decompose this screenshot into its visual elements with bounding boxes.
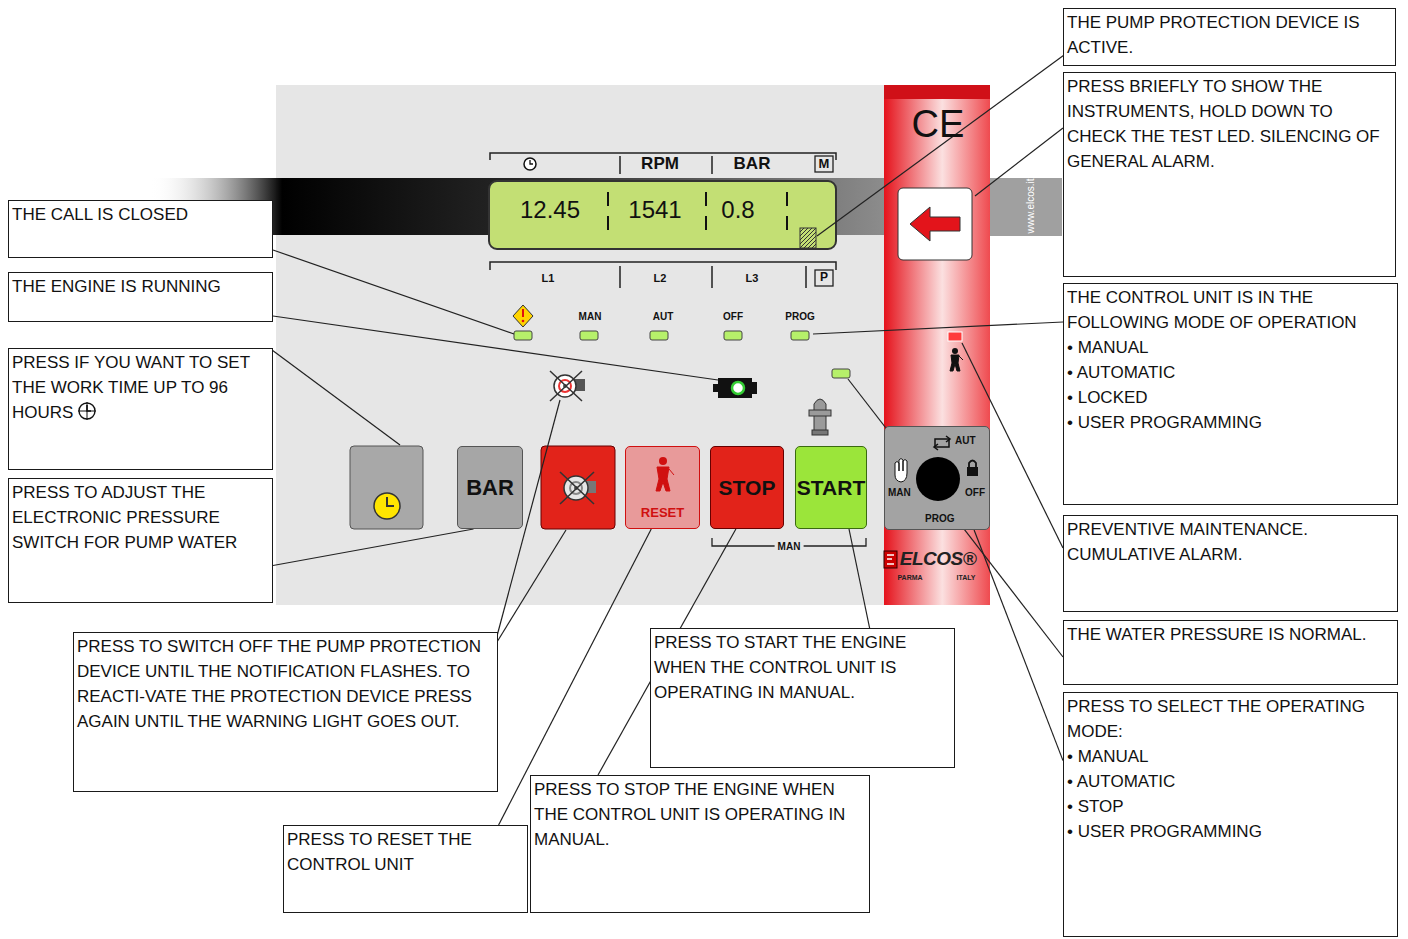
callout-text: • USER PROGRAMMING [1067, 819, 1394, 844]
callout-text: • LOCKED [1067, 385, 1394, 410]
callout-text: PRESS IF YOU WANT TO SET THE WORK TIME U… [12, 353, 250, 422]
callout-box: THE CONTROL UNIT IS IN THE FOLLOWING MOD… [1063, 283, 1398, 505]
callout-box: PRESS IF YOU WANT TO SET THE WORK TIME U… [8, 348, 273, 470]
callout-text: THE ENGINE IS RUNNING [12, 274, 269, 299]
panel-label: MAN [775, 541, 804, 552]
button-label: MAN [888, 487, 911, 498]
callout-text: THE PUMP PROTECTION DEVICE IS ACTIVE. [1067, 10, 1392, 60]
panel-label: BAR [734, 155, 771, 174]
leader-line [849, 529, 870, 628]
panel-label: L2 [654, 272, 667, 284]
panel-label: RPM [641, 155, 679, 174]
callout-box: PRESS TO STOP THE ENGINE WHEN THE CONTRO… [530, 775, 870, 913]
button-label: START [797, 476, 865, 500]
panel-label: 1541 [628, 197, 681, 223]
panel-label: P [820, 271, 828, 284]
panel-label: ITALY [956, 574, 975, 582]
callout-text: PRESS TO START THE ENGINE WHEN THE CONTR… [654, 630, 951, 705]
clock-symbol [77, 401, 97, 421]
callout-box: PRESS BRIEFLY TO SHOW THE INSTRUMENTS, H… [1063, 72, 1396, 277]
callout-box: PRESS TO RESET THE CONTROL UNIT [283, 825, 528, 913]
callout-box: THE WATER PRESSURE IS NORMAL. [1063, 620, 1398, 685]
callout-text: • USER PROGRAMMING [1067, 410, 1394, 435]
button-label: BAR [466, 475, 514, 501]
panel-label: CE [912, 104, 965, 146]
callout-text: • MANUAL [1067, 335, 1394, 360]
button-label: AUT [955, 435, 976, 446]
panel-label: PROG [785, 311, 814, 322]
mode-key-switch: AUT MAN OFF PROG [884, 426, 990, 530]
callout-text: PRESS TO SWITCH OFF THE PUMP PROTECTION … [77, 634, 494, 734]
panel-label: OFF [723, 311, 743, 322]
callout-text: THE WATER PRESSURE IS NORMAL. [1067, 622, 1394, 647]
panel-label: 12.45 [520, 197, 580, 223]
panel-label: MAN [579, 311, 602, 322]
callout-text: • MANUAL [1067, 744, 1394, 769]
callout-box: PRESS TO SWITCH OFF THE PUMP PROTECTION … [73, 632, 498, 792]
callout-text: • STOP [1067, 794, 1394, 819]
callout-text: THE CALL IS CLOSED [12, 202, 269, 227]
leader-line [974, 530, 1063, 761]
callout-box: THE CALL IS CLOSED [8, 200, 273, 258]
callout-text: PREVENTIVE MAINTENANCE. CUMULATIVE ALARM… [1067, 517, 1394, 567]
callout-text: PRESS TO SELECT THE OPERATING MODE: [1067, 694, 1394, 744]
button-label: PROG [925, 513, 954, 524]
leader-line [273, 529, 474, 566]
callout-text: PRESS TO RESET THE CONTROL UNIT [287, 827, 524, 877]
button-label: RESET [641, 505, 684, 520]
callout-box: PREVENTIVE MAINTENANCE. CUMULATIVE ALARM… [1063, 515, 1398, 612]
panel-label: L3 [746, 272, 759, 284]
callout-text: THE CONTROL UNIT IS IN THE FOLLOWING MOD… [1067, 285, 1394, 335]
callout-text: PRESS BRIEFLY TO SHOW THE INSTRUMENTS, H… [1067, 74, 1392, 174]
callout-box: THE ENGINE IS RUNNING [8, 272, 273, 322]
callout-text: • AUTOMATIC [1067, 360, 1394, 385]
panel-label: M [819, 157, 830, 171]
button-label: STOP [719, 476, 776, 500]
callout-text: PRESS TO STOP THE ENGINE WHEN THE CONTRO… [534, 777, 866, 852]
panel-label: ELCOS® [900, 549, 976, 570]
callout-box: PRESS TO ADJUST THE ELECTRONIC PRESSURE … [8, 478, 273, 603]
panel-button: START [795, 446, 867, 529]
panel-label: AUT [653, 311, 674, 322]
panel-button: STOP [710, 446, 784, 529]
callout-box: PRESS TO SELECT THE OPERATING MODE:• MAN… [1063, 692, 1398, 937]
callout-box: PRESS TO START THE ENGINE WHEN THE CONTR… [650, 628, 955, 768]
callout-text: PRESS TO ADJUST THE ELECTRONIC PRESSURE … [12, 480, 269, 555]
panel-label: PARMA [897, 574, 922, 582]
button-label: OFF [965, 487, 985, 498]
callout-text: • AUTOMATIC [1067, 769, 1394, 794]
panel-label: L1 [542, 272, 555, 284]
panel-label: 0.8 [721, 197, 754, 223]
panel-button: RESET [625, 446, 700, 529]
panel-label: www.elcos.it [1025, 178, 1036, 233]
panel-button: BAR [457, 446, 523, 529]
callout-box: THE PUMP PROTECTION DEVICE IS ACTIVE. [1063, 8, 1396, 66]
